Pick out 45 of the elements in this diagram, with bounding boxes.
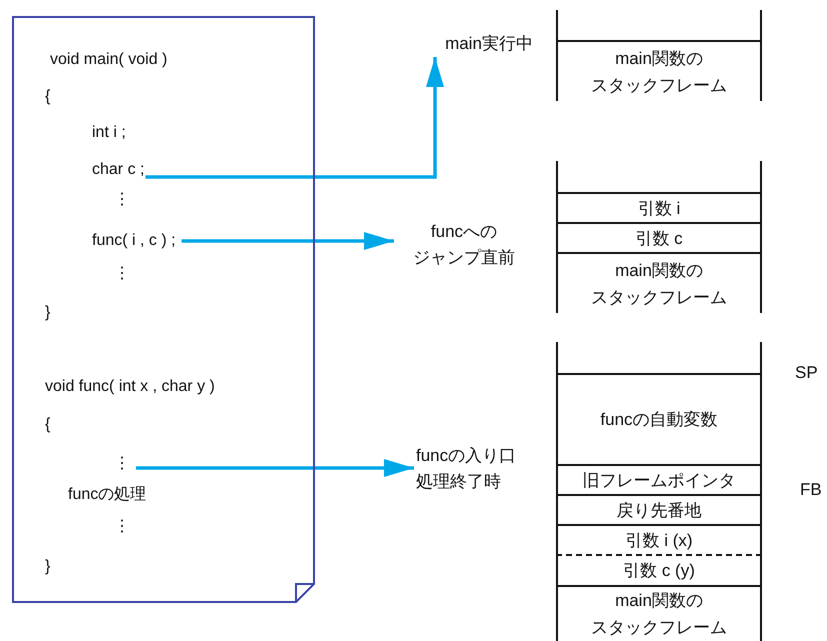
cell-label: 戻り先番地 (616, 500, 702, 522)
register-label: FB (800, 480, 822, 500)
stack-cell (556, 40, 762, 101)
code-line: char c ; (92, 160, 144, 180)
arrow (145, 57, 444, 179)
stack-cell (556, 252, 762, 313)
cell-label: main関数のスタックフレーム (591, 260, 727, 308)
arrow (136, 459, 414, 477)
stack-cell (556, 494, 762, 524)
stack-free-space (556, 342, 762, 373)
stack-cell (556, 464, 762, 494)
code-line: funcの処理 (68, 485, 146, 505)
code-line: ⋮ (114, 517, 130, 537)
code-line: ⋮ (114, 454, 130, 474)
cell-label: 引数 i (638, 198, 680, 220)
stack-cell (556, 192, 762, 222)
code-line: int i ; (92, 123, 126, 143)
arrow (182, 232, 394, 250)
code-line: { (45, 415, 50, 435)
stack-cell (556, 524, 762, 554)
cell-label: 引数 c (y) (623, 560, 695, 582)
stack-cell (556, 585, 762, 641)
cell-label: 引数 c (635, 228, 683, 250)
stage-label: funcの入り口処理終了時 (416, 443, 548, 497)
code-line: void func( int x , char y ) (45, 377, 215, 397)
cell-label: main関数のスタックフレーム (591, 590, 727, 639)
code-line: { (45, 87, 50, 107)
code-line: void main( void ) (50, 50, 168, 70)
stack-cell (556, 554, 762, 585)
stage-label: main実行中 (430, 31, 548, 53)
stack-cell (556, 373, 762, 464)
cell-label: funcの自動変数 (600, 409, 718, 431)
stack-free-space (556, 161, 762, 192)
register-label: SP (795, 363, 818, 383)
cell-label: main関数のスタックフレーム (591, 48, 727, 96)
stack-cell (556, 222, 762, 252)
code-line: } (45, 303, 50, 323)
cell-label: 引数 i (x) (625, 530, 693, 552)
cell-label: 旧フレームポインタ (582, 470, 736, 492)
stage-label: funcへのジャンプ直前 (396, 219, 532, 271)
code-line: ⋮ (114, 264, 130, 284)
stack-free-space (556, 10, 762, 40)
code-line: ⋮ (114, 190, 130, 210)
code-line: func( i , c ) ; (92, 231, 176, 251)
code-line: } (45, 557, 50, 577)
